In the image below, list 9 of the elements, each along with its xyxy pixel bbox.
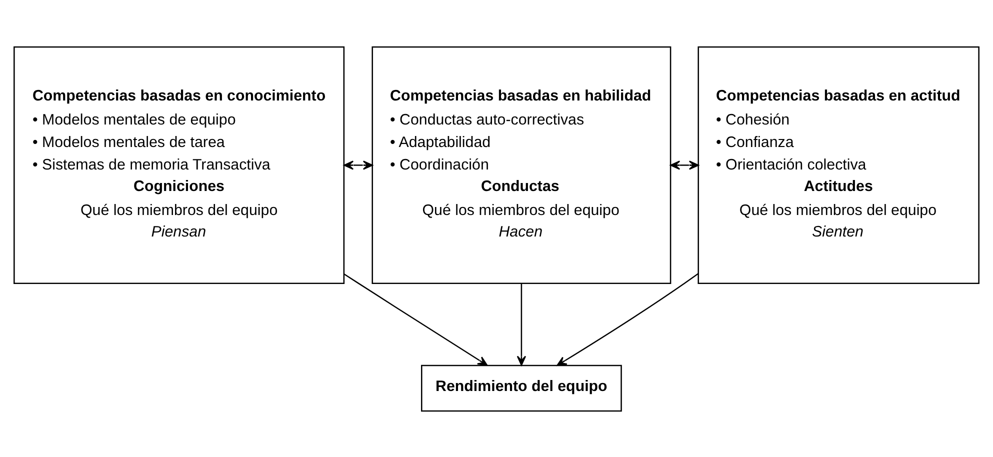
arrow bbox=[344, 273, 488, 366]
node-box: Competencias basadas en actitud • Cohesión • Confianza • Orientación colectiva Actitudes Qué los miembros del equipo Sienten bbox=[698, 46, 980, 284]
arrow bbox=[670, 160, 699, 170]
node-box: Competencias basadas en conocimiento • Modelos mentales de equipo • Modelos mentales de tarea • Sistemas de memoria Transactiva Cogniciones Qué los miembros del equipo Piensan bbox=[14, 46, 345, 284]
arrow bbox=[556, 272, 699, 366]
node-box: Competencias basadas en habilidad • Conductas auto-correctivas • Adaptabilidad • Coordinación Conductas Qué los miembros del equipo Hacen bbox=[372, 46, 672, 284]
arrow bbox=[516, 282, 526, 366]
node-box: Rendimiento del equipo bbox=[421, 364, 622, 412]
arrow bbox=[344, 160, 373, 170]
